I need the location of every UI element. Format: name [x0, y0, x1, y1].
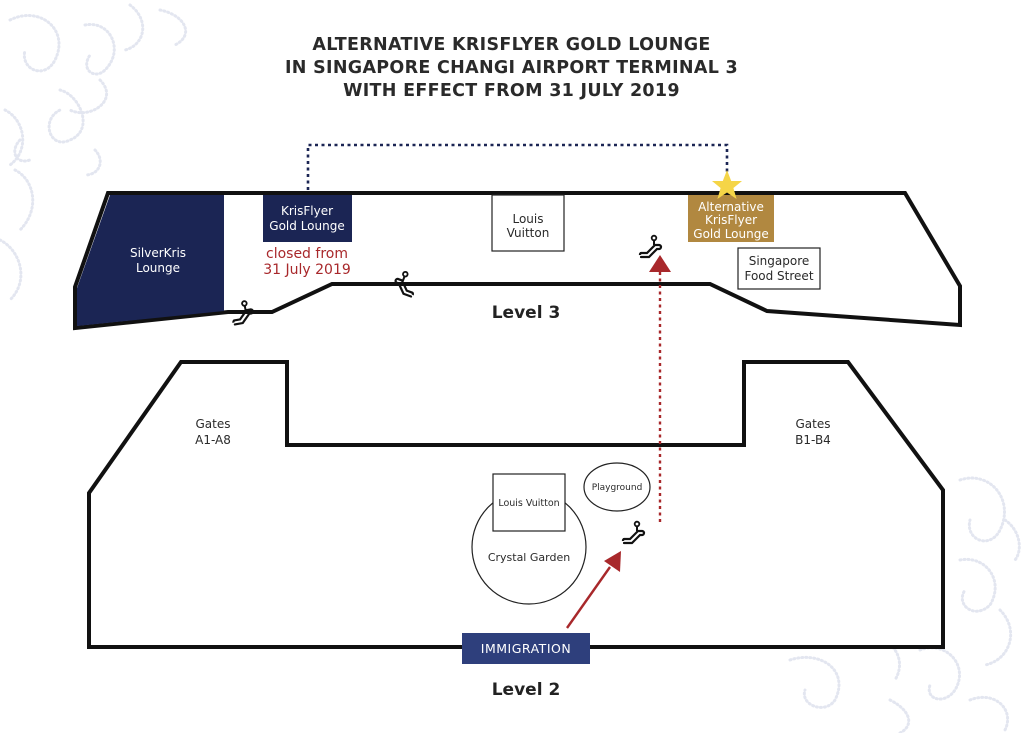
lounge-connector-line [306, 143, 729, 190]
louis-vuitton-l3-label-1: Louis [512, 212, 543, 226]
alternative-krisflyer-lounge[interactable] [688, 195, 774, 242]
alternative-label-3: Gold Lounge [693, 227, 768, 241]
louis-vuitton-l2[interactable] [492, 473, 566, 532]
krisflyer-closed-label-1: KrisFlyer [281, 204, 333, 218]
gates-a-label-2: A1-A8 [195, 433, 231, 447]
krisflyer-closed-label-2: Gold Lounge [269, 219, 344, 233]
closed-note-1: closed from [266, 246, 348, 262]
food-street-label-2: Food Street [744, 269, 813, 283]
immigration-label: IMMIGRATION [481, 641, 571, 656]
silverkris-lounge-area[interactable] [77, 195, 224, 326]
arrow-icon [649, 255, 671, 272]
silverkris-label-1: SilverKris [130, 246, 186, 260]
alternative-label-1: Alternative [698, 200, 764, 214]
krisflyer-closed-lounge[interactable] [263, 195, 352, 242]
level-2-label: Level 2 [492, 680, 561, 700]
title-line-1: ALTERNATIVE KRISFLYER GOLD LOUNGE [312, 35, 711, 55]
gates-b-label-2: B1-B4 [795, 433, 831, 447]
star-icon [712, 170, 742, 199]
silverkris-label-2: Lounge [136, 261, 180, 275]
batik-pattern-bottom-right [788, 476, 1021, 733]
closed-note-2: 31 July 2019 [263, 262, 351, 278]
level-3-label: Level 3 [492, 303, 561, 323]
title-line-3: WITH EFFECT FROM 31 JULY 2019 [343, 81, 680, 101]
route-path [566, 255, 671, 629]
arrow-icon [604, 551, 621, 572]
batik-pattern-top-left [0, 3, 188, 302]
louis-vuitton-l3[interactable] [491, 194, 565, 252]
singapore-food-street[interactable] [737, 247, 821, 290]
page-title: ALTERNATIVE KRISFLYER GOLD LOUNGE IN SIN… [0, 34, 1023, 103]
crystal-garden-label: Crystal Garden [488, 551, 570, 564]
louis-vuitton-l3-label-2: Vuitton [507, 226, 550, 240]
immigration-button[interactable] [462, 633, 590, 664]
title-line-2: IN SINGAPORE CHANGI AIRPORT TERMINAL 3 [284, 58, 739, 78]
gates-a-label-1: Gates [196, 417, 231, 431]
food-street-label-1: Singapore [749, 254, 810, 268]
gates-b-label-1: Gates [796, 417, 831, 431]
level-2-floor: Gates A1-A8 Gates B1-B4 Louis Vuitton Cr… [87, 360, 945, 700]
louis-vuitton-l2-label: Louis Vuitton [498, 498, 559, 509]
playground[interactable] [583, 462, 651, 512]
alternative-label-2: KrisFlyer [705, 213, 757, 227]
level-3-floor: SilverKris Lounge KrisFlyer Gold Lounge … [73, 170, 962, 331]
playground-label: Playground [592, 483, 643, 493]
route-arrow-line [566, 566, 611, 629]
